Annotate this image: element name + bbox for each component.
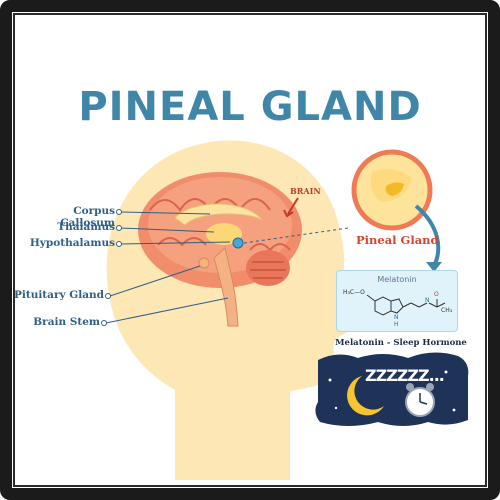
label-brain-stem: Brain Stem	[33, 316, 100, 328]
pituitary-shape	[198, 257, 210, 269]
corpus-callosum-shape	[174, 203, 263, 226]
page-title: PINEAL GLAND	[78, 84, 422, 130]
melatonin-title: Melatonin	[377, 275, 417, 284]
pineal-marker	[232, 237, 244, 249]
formula-hn: N	[425, 297, 430, 304]
label-corpus-callosum: Corpus Callosum	[60, 205, 115, 229]
night-panel	[315, 352, 469, 426]
star-icon	[328, 378, 332, 382]
formula-nh: N	[394, 314, 399, 321]
zzz-text: ZZZZZZ...	[365, 366, 445, 385]
pineal-gland-shape	[385, 182, 404, 196]
label-thalamus: Thalamus	[57, 221, 115, 233]
sleep-hormone-title: Melatonin - Sleep Hormone	[335, 338, 467, 348]
formula-ch3: CH₃	[441, 307, 453, 314]
formula-o: O	[434, 291, 439, 298]
label-brain: BRAIN	[290, 186, 321, 196]
formula-h: H	[394, 321, 399, 328]
label-pineal-gland: Pineal Gland	[356, 233, 439, 247]
thalamus-shape	[206, 223, 242, 245]
melatonin-panel: Melatonin H₃C—O N H N O CH₃	[336, 270, 458, 332]
moon-icon	[347, 376, 384, 416]
label-pituitary-gland: Pituitary Gland	[13, 289, 104, 301]
formula-h3co: H₃C—O	[343, 289, 365, 296]
melatonin-structure	[366, 294, 446, 316]
label-hypothalamus: Hypothalamus	[29, 237, 115, 249]
brain-stem-shape	[213, 247, 239, 327]
cerebellum-shape	[246, 250, 290, 286]
